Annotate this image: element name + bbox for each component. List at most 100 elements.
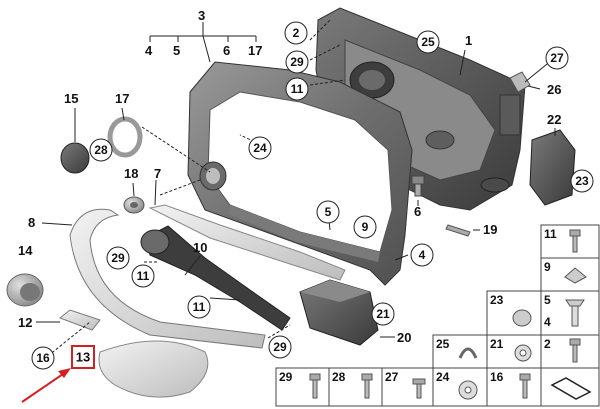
svg-text:11: 11 (193, 300, 206, 314)
cell-21: 21 (486, 334, 542, 369)
fastener-grid: 11 9 54 2 23 21 25 29 28 27 24 16 (275, 224, 600, 407)
cell-24: 24 (432, 367, 488, 407)
label-14: 14 (18, 243, 33, 258)
bracket-part-22 (529, 129, 576, 206)
label-18: 18 (124, 166, 138, 181)
svg-text:29: 29 (290, 55, 304, 69)
svg-text:29: 29 (279, 370, 293, 384)
svg-text:25: 25 (436, 337, 450, 351)
trim-strip-part-8 (69, 208, 266, 349)
cell-2: 2 (540, 334, 600, 369)
label-22: 22 (547, 112, 561, 127)
svg-text:5: 5 (325, 205, 332, 219)
svg-text:4: 4 (419, 248, 426, 262)
callout-28: 28 (89, 138, 113, 162)
callout-2: 2 (284, 21, 308, 45)
callout-29-top: 29 (285, 50, 309, 74)
svg-text:29: 29 (111, 251, 125, 265)
callout-11-mid: 11 (131, 264, 155, 288)
trim-strip-part-7 (148, 204, 346, 281)
svg-text:24: 24 (436, 370, 450, 384)
svg-text:21: 21 (376, 307, 390, 321)
svg-text:5: 5 (544, 293, 551, 307)
svg-text:27: 27 (550, 51, 564, 65)
cap-part-14 (6, 273, 44, 307)
leader-lines (36, 19, 556, 357)
svg-text:23: 23 (575, 174, 589, 188)
svg-text:27: 27 (385, 370, 399, 384)
svg-text:25: 25 (421, 35, 435, 49)
label-15: 15 (64, 91, 78, 106)
cell-5-4: 54 (540, 290, 600, 336)
cover-part-13 (98, 340, 209, 398)
svg-text:11: 11 (291, 82, 304, 96)
rod-part-12 (59, 309, 101, 331)
label-17b: 17 (115, 91, 129, 106)
label-1: 1 (465, 33, 472, 48)
label-3: 3 (198, 8, 205, 23)
cell-9: 9 (540, 257, 600, 292)
label-5: 5 (173, 43, 180, 58)
svg-text:23: 23 (490, 293, 504, 307)
label-6: 6 (223, 43, 230, 58)
label-20: 20 (397, 330, 411, 345)
callout-27: 27 (545, 46, 569, 70)
callout-21: 21 (371, 302, 395, 326)
callout-11-low: 11 (187, 295, 211, 319)
label-6b: 6 (414, 204, 421, 219)
label-4: 4 (145, 43, 153, 58)
svg-text:24: 24 (253, 141, 267, 155)
svg-text:11: 11 (137, 269, 150, 283)
cell-blank (540, 367, 600, 407)
circled-labels: 2 29 11 25 27 28 24 23 5 9 4 29 11 11 21… (31, 21, 594, 370)
cell-27: 27 (381, 367, 434, 407)
highlight-13-label: 13 (76, 350, 90, 365)
svg-text:2: 2 (544, 337, 551, 351)
callout-9: 9 (353, 215, 377, 239)
svg-text:28: 28 (332, 370, 346, 384)
cell-16: 16 (486, 367, 542, 407)
label-12: 12 (18, 315, 32, 330)
cell-28: 28 (328, 367, 383, 407)
callout-5: 5 (316, 200, 340, 224)
cell-23: 23 (486, 290, 542, 336)
svg-text:2: 2 (293, 26, 300, 40)
svg-text:9: 9 (544, 260, 551, 274)
svg-text:29: 29 (273, 340, 287, 354)
callout-24: 24 (248, 136, 272, 160)
label-7: 7 (154, 166, 161, 181)
callout-25: 25 (416, 30, 440, 54)
svg-text:28: 28 (94, 143, 108, 157)
callout-29-mid: 29 (106, 246, 130, 270)
storage-box-part-20 (299, 279, 379, 346)
label-10: 10 (193, 240, 207, 255)
svg-text:9: 9 (362, 220, 369, 234)
round-cap-part-15 (60, 142, 90, 174)
cell-29: 29 (275, 367, 330, 407)
plain-labels: 3 4 5 6 17 1 26 15 17 22 18 7 6 8 19 14 … (18, 8, 561, 345)
callout-23-right: 23 (570, 169, 594, 193)
svg-text:16: 16 (490, 370, 504, 384)
svg-text:21: 21 (490, 337, 504, 351)
label-17: 17 (248, 43, 262, 58)
cell-11: 11 (540, 224, 600, 259)
cell-25: 25 (432, 334, 488, 369)
highlight-13: 13 (21, 345, 95, 403)
svg-text:11: 11 (544, 227, 557, 241)
svg-text:16: 16 (36, 351, 50, 365)
label-8: 8 (28, 215, 35, 230)
label-19: 19 (483, 222, 497, 237)
grommet-part-18 (123, 196, 145, 214)
callout-16: 16 (31, 346, 55, 370)
armrest-part-10 (140, 225, 291, 331)
clip-part-26 (509, 71, 531, 93)
callout-4: 4 (410, 243, 434, 267)
clip-part-19 (445, 224, 471, 237)
svg-text:4: 4 (544, 315, 551, 329)
callout-29-low: 29 (268, 335, 292, 359)
bolt-part-6 (411, 175, 425, 197)
callout-11-top: 11 (285, 77, 309, 101)
ring-part-17 (107, 116, 143, 158)
label-26: 26 (547, 82, 561, 97)
